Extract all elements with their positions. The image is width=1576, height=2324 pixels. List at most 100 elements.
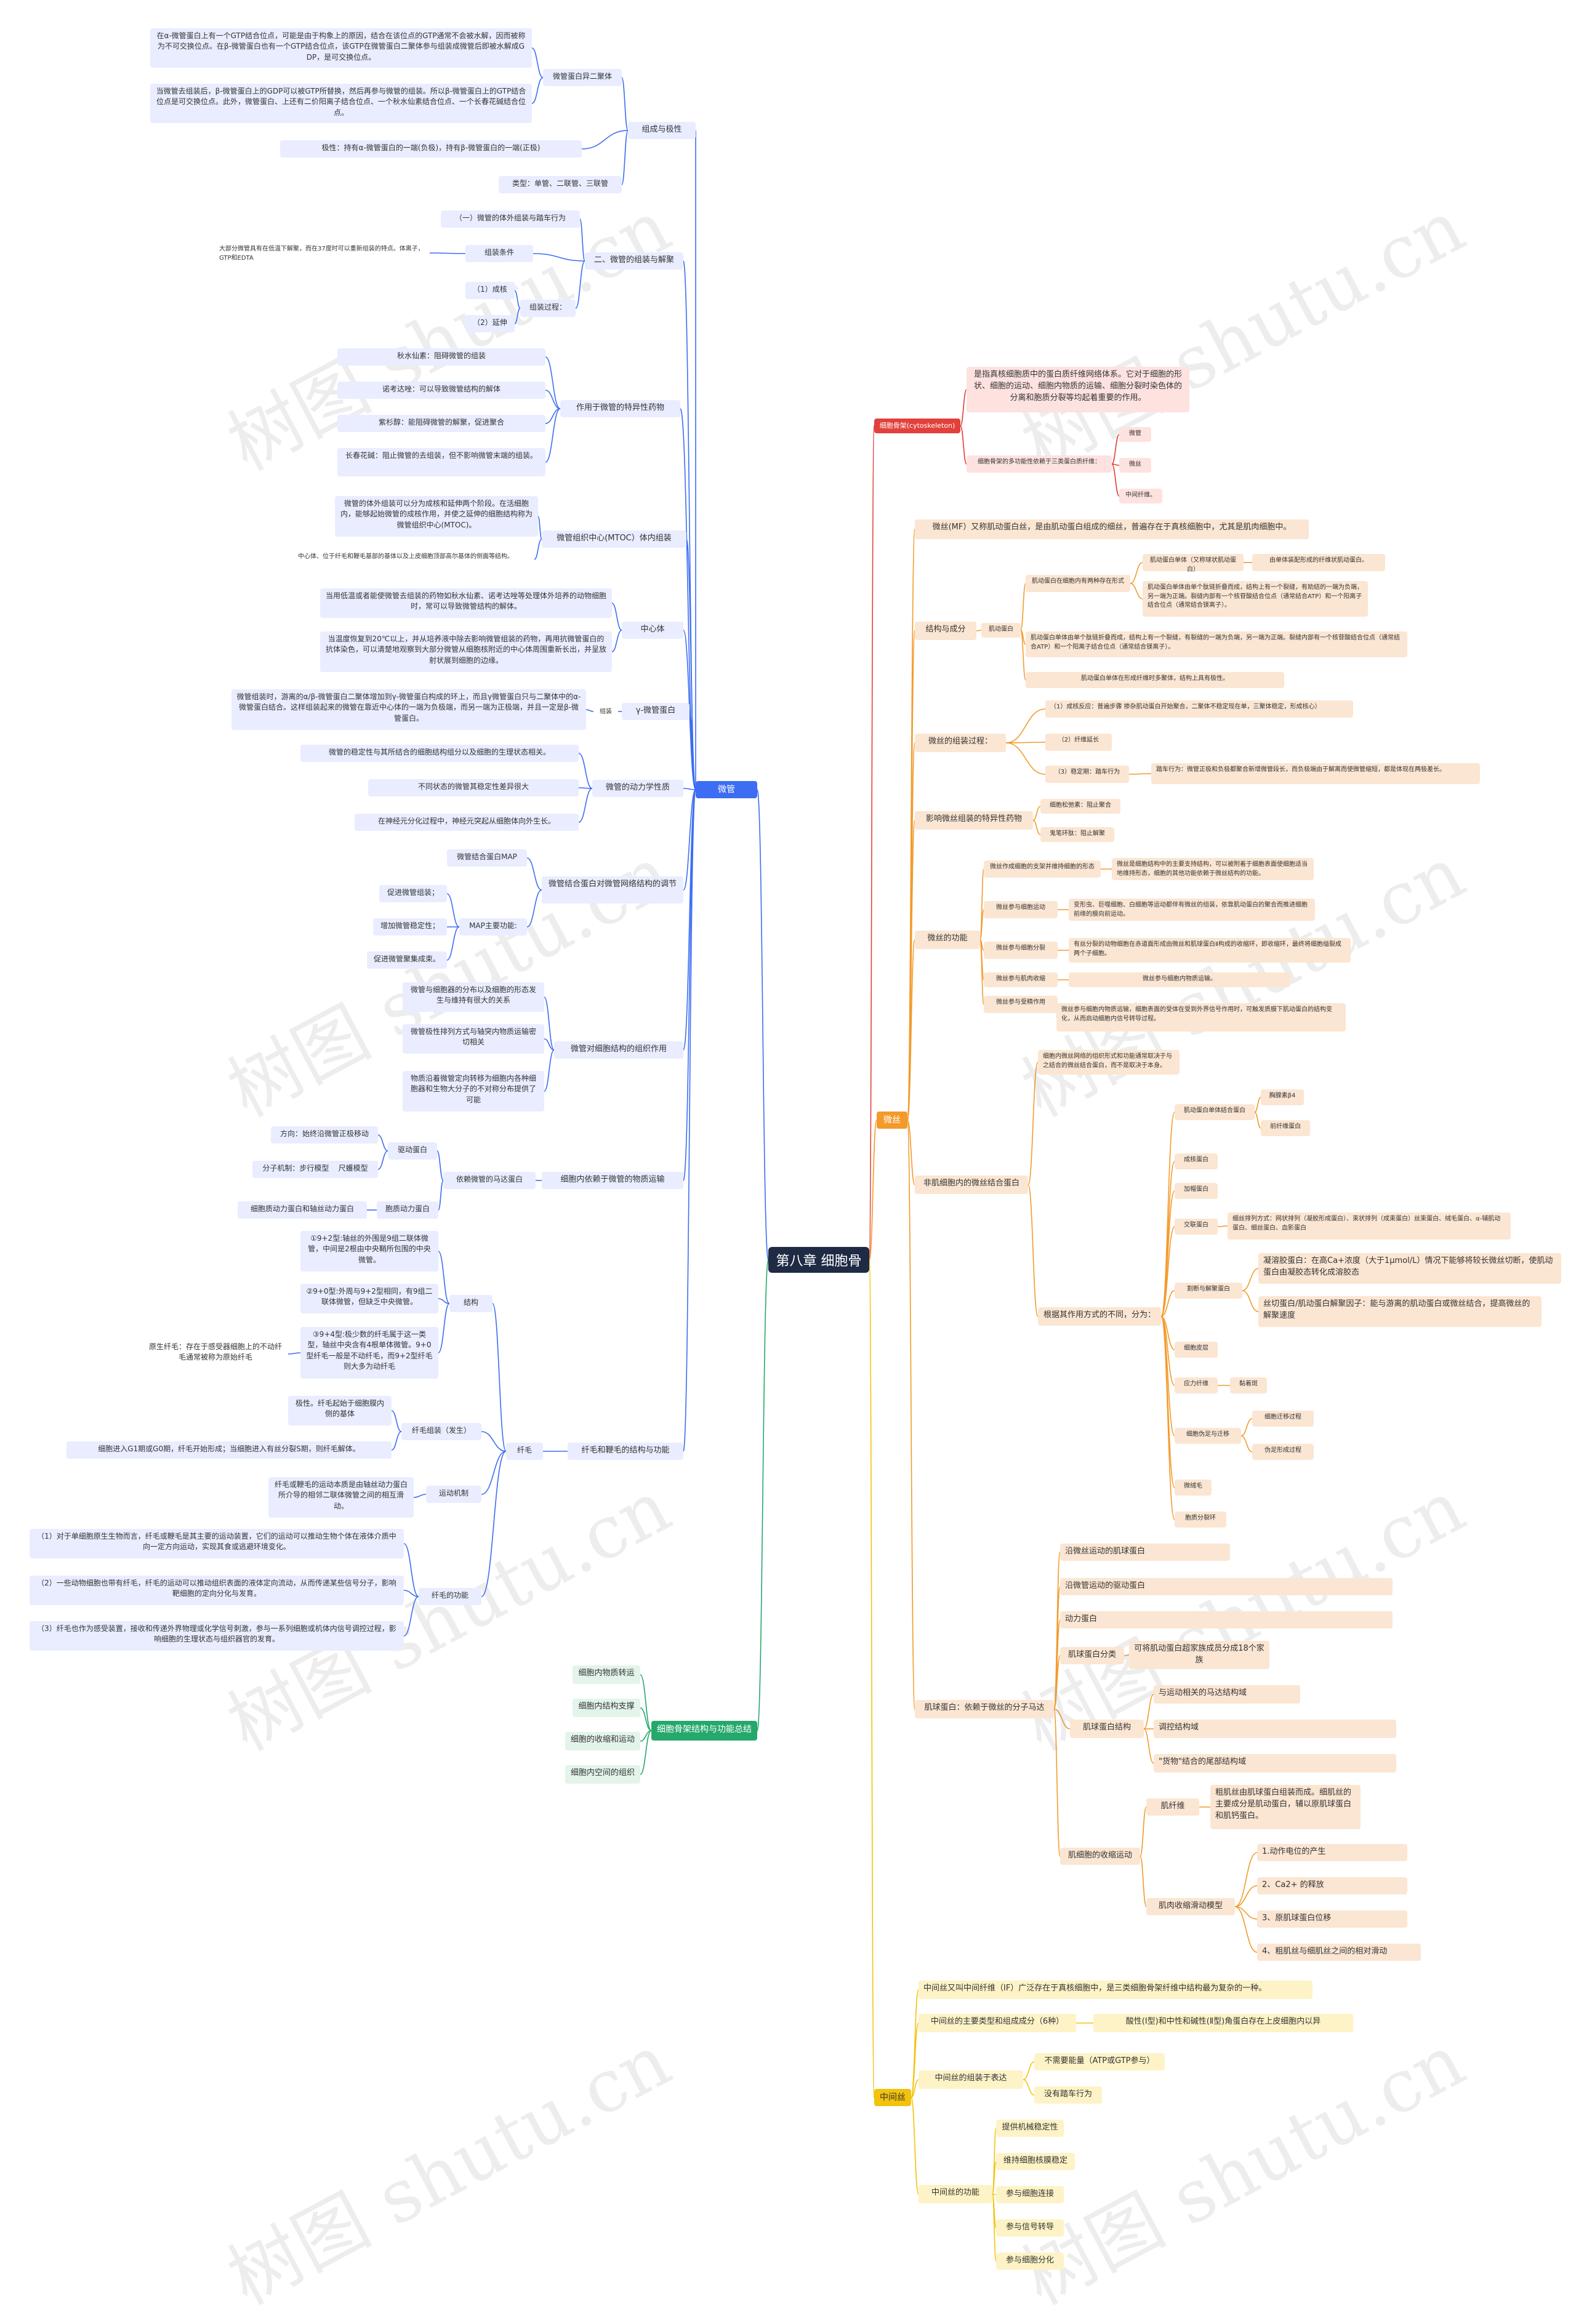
connector-line: [1005, 742, 1046, 775]
summary-item: 细胞的收缩和运动: [565, 1732, 640, 1750]
connector-line: [1143, 1694, 1154, 1729]
myosin-node[interactable]: 肌球蛋白：依赖于微丝的分子马达: [915, 1700, 1054, 1718]
cytoskeleton-categories[interactable]: 细胞骨架的多功能性依赖于三类蛋白质纤维：: [967, 455, 1112, 473]
mf-functions[interactable]: 微丝的功能: [915, 931, 980, 949]
dynein[interactable]: 胞质动力蛋白: [377, 1201, 438, 1219]
thymosin: 胸腺素β4: [1261, 1089, 1304, 1105]
assembly-process[interactable]: 组装过程：: [520, 300, 576, 317]
connector-line: [537, 516, 542, 540]
mtoc-node[interactable]: 微管组织中心(MTOC）体内组装: [542, 531, 686, 548]
if-assembly[interactable]: 中间丝的组装于表达: [919, 2070, 1023, 2089]
in-vitro-assembly[interactable]: （一）微管的体外组装与踏车行为: [441, 210, 580, 228]
sliding-filament-model[interactable]: 肌肉收缩滑动模型: [1146, 1898, 1235, 1915]
nonmuscle-abp[interactable]: 非肌细胞内的微丝结合蛋白: [915, 1176, 1028, 1194]
connector-line: [611, 603, 622, 631]
root-topic[interactable]: 第八章 细胞骨架: [768, 1247, 869, 1289]
connector-line: [1143, 1728, 1154, 1764]
cilia-flagella-node[interactable]: 纤毛和鞭毛的结构与功能: [568, 1443, 683, 1460]
mf-function-motility: 微丝参与细胞运动: [984, 901, 1058, 918]
assembly-conditions[interactable]: 组装条件: [465, 245, 533, 262]
dynamics-note-b: 不同状态的微管其稳定性差异很大: [368, 779, 579, 796]
stress-fiber[interactable]: 应力纤维: [1175, 1377, 1218, 1393]
cilia-functions[interactable]: 纤毛的功能: [419, 1588, 481, 1605]
cytoskeleton-branch[interactable]: 细胞骨架(cytoskeleton): [874, 419, 960, 433]
composition-polarity-node[interactable]: 组成与极性: [628, 122, 696, 139]
actin-forms[interactable]: 肌动蛋白在细胞内有两种存在形式: [1026, 575, 1130, 592]
map-function-2: 增加微管稳定性；: [373, 918, 447, 936]
mt-organization-node[interactable]: 微管对细胞结构的组织作用: [554, 1041, 683, 1059]
motor-proteins[interactable]: 依赖微管的马达蛋白: [443, 1172, 536, 1189]
if-functions[interactable]: 中间丝的功能: [919, 2185, 992, 2203]
myosin-structure[interactable]: 肌球蛋白结构: [1070, 1720, 1144, 1738]
severing-protein[interactable]: 割断与解聚蛋白: [1175, 1283, 1242, 1299]
connector-line: [403, 1590, 419, 1597]
connector-line: [545, 408, 561, 463]
connector-line: [429, 252, 466, 254]
connector-line: [1234, 1852, 1258, 1907]
monomer-binding-protein[interactable]: 肌动蛋白单体结合蛋白: [1175, 1104, 1255, 1120]
microtubule-branch[interactable]: 微管: [696, 781, 757, 798]
connector-line: [1020, 630, 1026, 681]
organization-note-a: 微管与细胞器的分布以及细胞的形态发生与维持有很大的关系: [403, 982, 544, 1012]
f-actin-note: 由单体装配形成的纤维状肌动蛋白。: [1252, 554, 1385, 571]
map-label: 微管结合蛋白MAP: [447, 849, 527, 867]
polarity-note: 极性：持有α-微管蛋白的一端(负极)，持有β-微管蛋白的一端(正极): [280, 140, 582, 158]
connector-line: [1027, 1062, 1039, 1185]
migration-process: 细胞迁移过程: [1252, 1411, 1314, 1427]
cilia-structure[interactable]: 结构: [449, 1295, 492, 1312]
tubulin-dimer-node[interactable]: 微管蛋白异二聚体: [543, 69, 622, 86]
if-types-note: 酸性(Ⅰ型)和中性和碱性(Ⅱ型)角蛋白存在上皮细胞内以异: [1093, 2014, 1353, 2032]
assembly-conditions-note: 大部分微管具有在低温下解聚，而在37度时可以重新组装的特点。体离子，GTP和ED…: [219, 246, 424, 262]
connector-line: [544, 1038, 555, 1051]
abp-types[interactable]: 根据其作用方式的不同，分为：: [1038, 1307, 1161, 1326]
motor-domain: 与运动相关的马达结构域: [1154, 1685, 1300, 1704]
connector-line: [403, 1596, 419, 1637]
centrosome-node[interactable]: 中心体: [622, 622, 683, 639]
connector-line: [1124, 1654, 1130, 1656]
dynein-protein: 动力蛋白: [1060, 1611, 1393, 1629]
muscle-fiber[interactable]: 肌纤维: [1146, 1798, 1199, 1816]
connector-line: [1242, 1290, 1259, 1312]
cilia-node[interactable]: 纤毛: [506, 1443, 543, 1460]
kinesin[interactable]: 驱动蛋白: [388, 1142, 437, 1160]
if-types[interactable]: 中间丝的主要类型和组成成分（6种）: [919, 2014, 1076, 2032]
assembly-node[interactable]: 二、微管的组装与解聚: [585, 252, 683, 270]
summary-branch[interactable]: 细胞骨架结构与功能总结: [651, 1721, 757, 1741]
connector-line: [689, 711, 696, 790]
cilia-mechanism[interactable]: 运动机制: [426, 1486, 481, 1503]
mt-drugs-node[interactable]: 作用于微管的特异性药物: [560, 400, 680, 417]
kinesin-mechanism: 分子机制：步行模型 尺蠖模型: [252, 1161, 378, 1178]
pseudopod-migration[interactable]: 细胞伪足与迁移: [1175, 1428, 1241, 1444]
connector-line: [1160, 1226, 1175, 1317]
actin-node[interactable]: 肌动蛋白: [981, 623, 1021, 638]
connector-line: [1020, 583, 1026, 631]
mt-dynamics-node[interactable]: 微管的动力学性质: [592, 780, 683, 797]
intermediate-filament-branch[interactable]: 中间丝: [874, 2089, 911, 2106]
structure-composition[interactable]: 结构与成分: [915, 622, 976, 640]
cilia-assembly-note-1: 极性。纤毛起始于细胞膜内侧的基体: [288, 1396, 392, 1425]
map-regulation-node[interactable]: 微管结合蛋白对微管网络结构的调节: [542, 876, 683, 904]
vinblastine-note: 长春花碱：阻止微管的去组装，但不影响微管末端的组装。: [337, 448, 545, 476]
myosin-classes[interactable]: 肌球蛋白分类: [1060, 1647, 1124, 1664]
steady-state-step[interactable]: （3）稳定期：踏车行为: [1045, 766, 1129, 783]
cilia-assembly[interactable]: 纤毛组装（发生）: [401, 1423, 481, 1440]
connector-line: [911, 2022, 919, 2098]
mf-assembly[interactable]: 微丝的组装过程：: [915, 734, 1006, 752]
cilia-assembly-note-2: 细胞进入G1期或G0期，纤毛开始形成；当细胞进入有丝分裂S期，则纤毛解体。: [66, 1441, 392, 1459]
mf-drugs[interactable]: 影响微丝组装的特异性药物: [915, 811, 1033, 830]
crosslinking-protein[interactable]: 交联蛋白: [1175, 1219, 1218, 1235]
gamma-tubulin-node[interactable]: γ-微管蛋白: [622, 703, 690, 720]
microvilli: 微绒毛: [1175, 1480, 1212, 1496]
muscle-contraction[interactable]: 肌细胞的收缩运动: [1060, 1848, 1140, 1865]
microfilament-branch[interactable]: 微丝: [877, 1112, 907, 1129]
connector-line: [1023, 2079, 1035, 2096]
kinesin-on-mt: 沿微管运动的驱动蛋白: [1060, 1578, 1393, 1595]
model-step-1: 1.动作电位的产生: [1257, 1844, 1407, 1861]
map-functions[interactable]: MAP主要功能:: [459, 918, 527, 936]
connector-line: [514, 290, 521, 309]
mt-transport-node[interactable]: 细胞内依赖于微管的物质运输: [542, 1172, 683, 1189]
connector-line: [611, 630, 622, 652]
types-note: 类型：单管、二联管、三联管: [499, 176, 622, 193]
connector-line: [907, 939, 915, 1121]
